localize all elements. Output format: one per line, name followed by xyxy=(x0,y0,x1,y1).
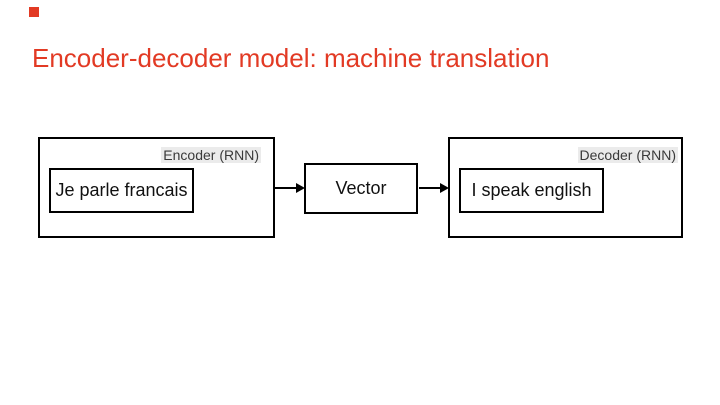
vector-box: Vector xyxy=(304,163,418,214)
decoder-box: Decoder (RNN) I speak english xyxy=(448,137,683,238)
slide-accent-square xyxy=(29,7,39,17)
decoder-label: Decoder (RNN) xyxy=(577,147,678,163)
decoder-output-box: I speak english xyxy=(459,168,604,213)
vector-text: Vector xyxy=(335,178,387,198)
encoder-label: Encoder (RNN) xyxy=(161,147,261,163)
encoder-box: Encoder (RNN) Je parle francais xyxy=(38,137,275,238)
decoder-output-text: I speak english xyxy=(471,180,592,200)
arrow-encoder-to-vector xyxy=(275,183,305,193)
slide-title: Encoder-decoder model: machine translati… xyxy=(32,43,550,73)
encoder-input-text: Je parle francais xyxy=(55,180,188,200)
encoder-input-box: Je parle francais xyxy=(49,168,194,213)
arrow-vector-to-decoder xyxy=(419,183,449,193)
